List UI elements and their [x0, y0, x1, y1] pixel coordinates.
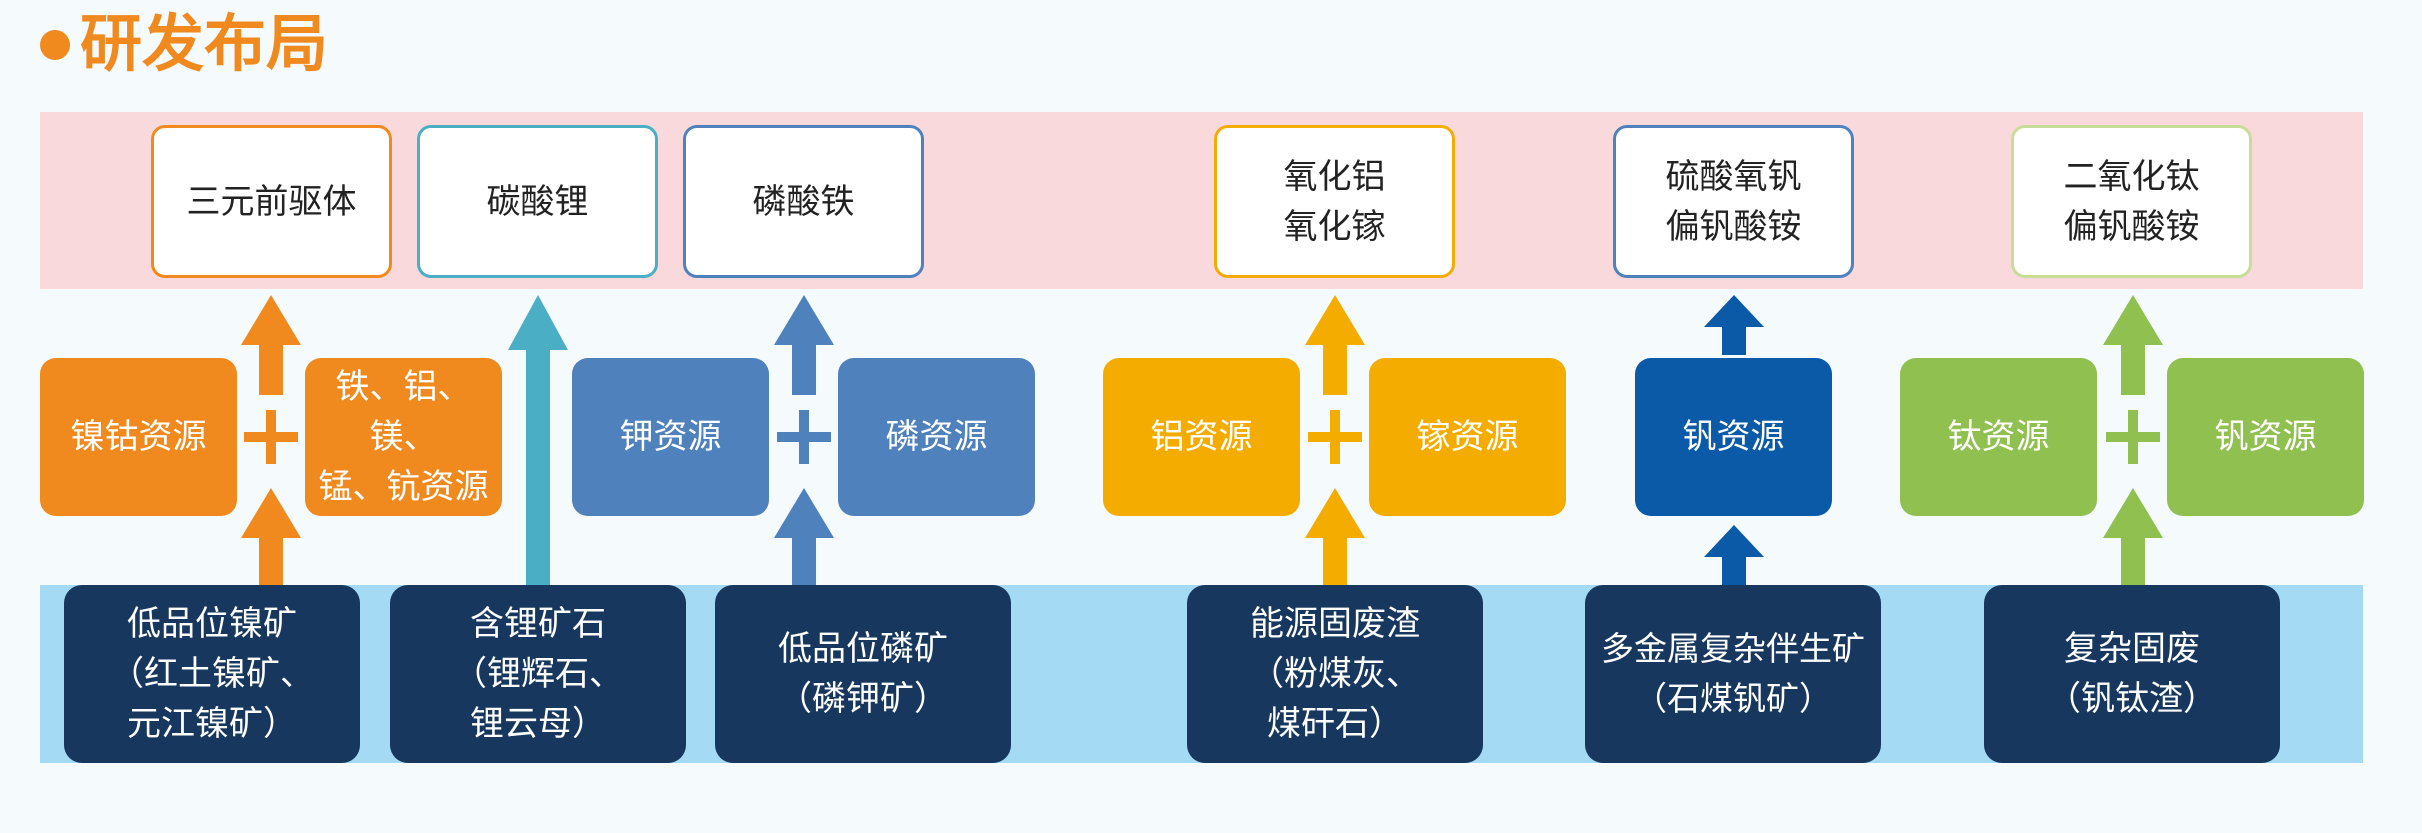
ore-box-complex-solid-waste: 复杂固废 （钒钛渣） [1984, 585, 2280, 763]
plus-icon [1308, 410, 1362, 464]
resource-box-potassium: 钾资源 [572, 358, 769, 516]
arrow-up-icon [1305, 488, 1365, 585]
resource-box-titanium: 钛资源 [1900, 358, 2097, 516]
resource-box-vanadium: 钒资源 [1635, 358, 1832, 516]
plus-icon [2106, 410, 2160, 464]
resource-box-gallium: 镓资源 [1369, 358, 1566, 516]
arrow-up-icon [774, 488, 834, 585]
product-box-vanadyl-sulfate: 硫酸氧钒 偏钒酸铵 [1613, 125, 1854, 278]
arrow-up-icon [1704, 295, 1764, 355]
ore-box-energy-solid-waste: 能源固废渣 （粉煤灰、 煤矸石） [1187, 585, 1483, 763]
ore-box-low-grade-nickel: 低品位镍矿 （红土镍矿、 元江镍矿） [64, 585, 360, 763]
resource-box-iron-aluminum-magnesium: 铁、铝、镁、 锰、钪资源 [305, 358, 502, 516]
arrow-up-icon [1704, 525, 1764, 585]
ore-box-low-grade-phosphate: 低品位磷矿 （磷钾矿） [715, 585, 1011, 763]
arrow-up-icon [241, 295, 301, 395]
arrow-up-icon [508, 295, 568, 585]
plus-icon [777, 410, 831, 464]
product-box-lithium-carbonate: 碳酸锂 [417, 125, 658, 278]
plus-icon [244, 410, 298, 464]
page-title: 研发布局 [80, 7, 329, 80]
ore-box-polymetallic-ore: 多金属复杂伴生矿 （石煤钒矿） [1585, 585, 1881, 763]
resource-box-aluminum: 铝资源 [1103, 358, 1300, 516]
title-bullet-icon [40, 30, 70, 60]
arrow-up-icon [2103, 295, 2163, 395]
product-box-iron-phosphate: 磷酸铁 [683, 125, 924, 278]
product-box-ternary-precursor: 三元前驱体 [151, 125, 392, 278]
arrow-up-icon [2103, 488, 2163, 585]
resource-box-vanadium-2: 钒资源 [2167, 358, 2364, 516]
resource-box-phosphorus: 磷资源 [838, 358, 1035, 516]
product-box-titanium-dioxide: 二氧化钛 偏钒酸铵 [2011, 125, 2252, 278]
arrow-up-icon [1305, 295, 1365, 395]
arrow-up-icon [241, 488, 301, 585]
product-box-alumina-gallium-oxide: 氧化铝 氧化镓 [1214, 125, 1455, 278]
resource-box-nickel-cobalt: 镍钴资源 [40, 358, 237, 516]
arrow-up-icon [774, 295, 834, 395]
ore-box-lithium-ore: 含锂矿石 （锂辉石、 锂云母） [390, 585, 686, 763]
